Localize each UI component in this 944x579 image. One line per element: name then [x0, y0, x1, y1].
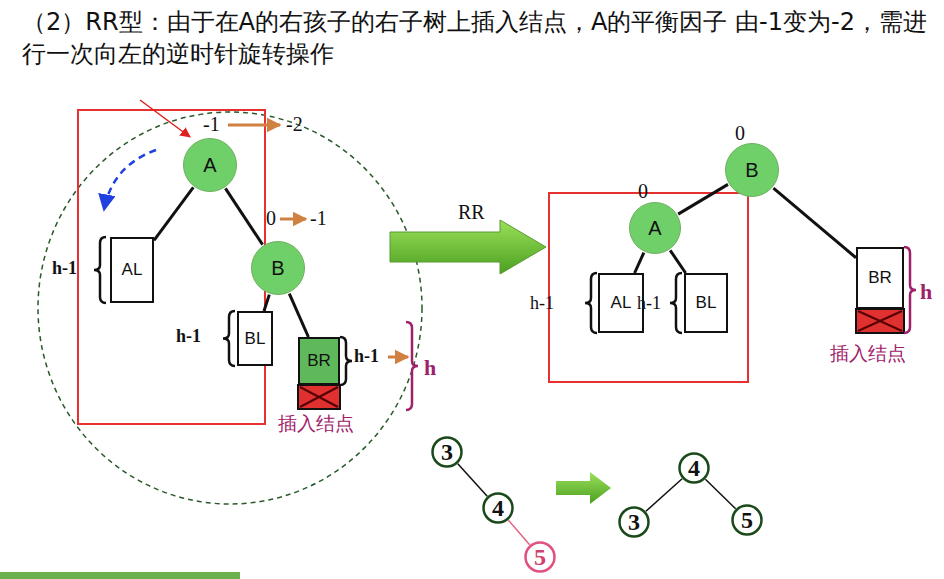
footer-band [0, 572, 240, 579]
tree-node-circle: A [182, 137, 238, 193]
red-frame [78, 110, 265, 424]
annotation: h-1 [176, 327, 201, 347]
tree-edge [154, 187, 193, 240]
tree-node-circle: 4 [678, 452, 710, 484]
annotation: h [920, 280, 932, 304]
annotation: 0 [735, 122, 745, 144]
node-label: 3 [441, 439, 453, 466]
tree-edge [670, 250, 685, 273]
annotation: 插入结点 [278, 413, 354, 434]
annotation: h-1 [530, 294, 554, 314]
annotation: -2 [286, 113, 303, 135]
subtree-box: AL [110, 237, 154, 303]
brace [585, 273, 597, 333]
subtree-box: BR [298, 337, 340, 385]
annotation: h-1 [637, 294, 661, 314]
dashed-region [38, 112, 422, 504]
transform-arrow [390, 220, 546, 274]
node-label: 3 [628, 509, 640, 536]
tree-edge [289, 294, 308, 337]
rotation-arrow [104, 150, 156, 210]
brace [340, 337, 352, 385]
subtree-box: BL [684, 273, 728, 333]
annotation: h-1 [354, 347, 379, 367]
node-label: B [271, 257, 284, 280]
tree-node-circle: A [628, 201, 682, 255]
tree-node-circle: 5 [731, 504, 763, 536]
red-frame [549, 193, 748, 382]
transform-arrow [556, 472, 611, 504]
brace [406, 322, 418, 410]
node-label: B [745, 159, 758, 182]
node-label: 5 [534, 544, 546, 571]
subtree-box: BR [856, 247, 904, 309]
node-label: 5 [741, 507, 753, 534]
tree-edge [635, 253, 644, 273]
annotation: h-1 [52, 259, 77, 279]
annotation: -1 [203, 113, 220, 135]
annotation: h [424, 356, 436, 380]
annotation: 0 [638, 180, 648, 202]
annotation: 0 [266, 207, 276, 229]
tree-edge [705, 479, 735, 509]
brace [94, 237, 106, 303]
tree-edge [678, 184, 728, 214]
tree-node-circle: B [250, 240, 306, 296]
tree-edge [646, 479, 682, 512]
tree-node-circle: 5 [524, 541, 556, 573]
node-label: BR [868, 268, 892, 288]
tree-edge [225, 188, 262, 244]
subtree-box: BL [237, 311, 273, 366]
node-label: 4 [688, 455, 700, 482]
node-label: AL [611, 293, 632, 313]
node-label: BR [307, 351, 331, 371]
brace [670, 273, 682, 333]
tree-node-circle: 3 [431, 436, 463, 468]
node-label: BL [696, 293, 717, 313]
tree-node-circle: 4 [482, 492, 514, 524]
tree-node-circle: B [724, 142, 780, 198]
change-arrow [280, 218, 306, 221]
node-label: A [203, 154, 216, 177]
title: （2）RR型：由于在A的右孩子的右子树上插入结点，A的平衡因子 由-1变为-2，… [22, 6, 934, 71]
inserted-node-mark [298, 385, 340, 409]
inserted-node-mark [856, 309, 904, 333]
rotation-name: RR [458, 201, 485, 223]
brace [223, 311, 235, 366]
annotation: 插入结点 [830, 343, 906, 364]
annotation: -1 [310, 207, 327, 229]
tree-edge [508, 520, 529, 545]
node-label: A [648, 217, 661, 240]
brace [904, 247, 916, 333]
change-arrow [388, 356, 408, 359]
node-label: 4 [492, 495, 504, 522]
change-arrow [228, 124, 280, 127]
node-label: AL [122, 260, 143, 280]
tree-node-circle: 3 [618, 506, 650, 538]
tree-edge [773, 188, 856, 258]
tree-edge [458, 464, 487, 496]
node-label: BL [245, 329, 266, 349]
tree-edge [264, 295, 269, 311]
pointer-arrow [140, 100, 190, 137]
